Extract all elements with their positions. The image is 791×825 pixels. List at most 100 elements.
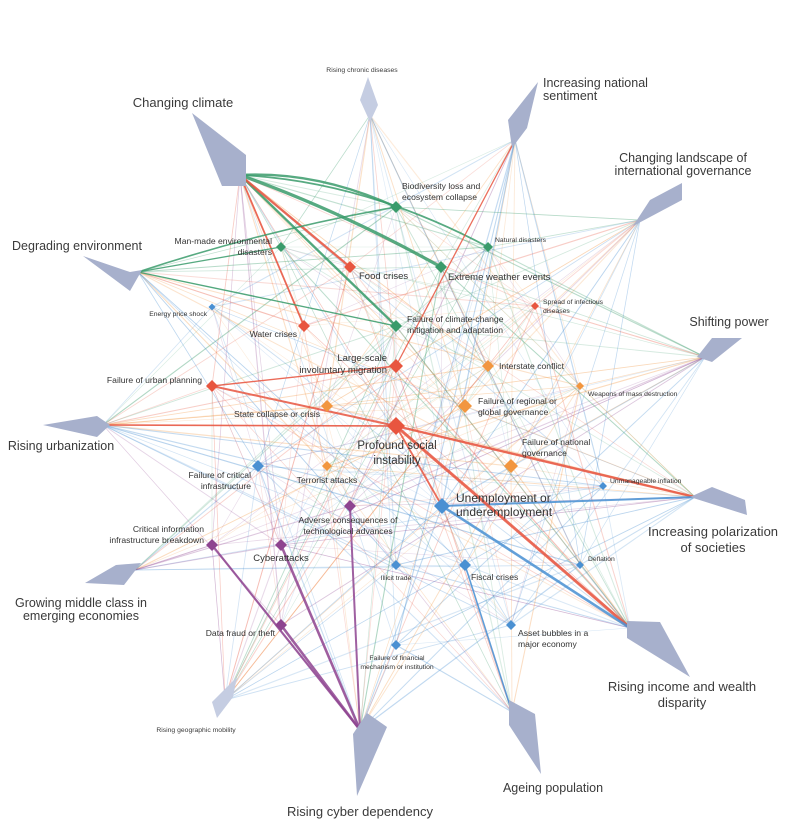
link-rising-cyber-dependency-energy-price-shock	[211, 306, 361, 731]
strong-link-urban-planning-social-instability	[211, 385, 397, 427]
link-natural-disasters-national-governance	[487, 246, 512, 467]
link-changing-landscape-unemployment	[441, 219, 641, 507]
strong-link-rising-cyber-dependency-technological-advances	[349, 505, 361, 731]
link-ageing-population-extreme-weather	[440, 266, 513, 713]
driver-shape-rising-urbanization	[43, 416, 110, 437]
link-growing-middle-class-critical-infrastructure	[134, 465, 259, 571]
link-rising-urbanization-man-made-disasters	[102, 246, 282, 426]
link-urban-planning-unemployment	[211, 385, 443, 507]
link-rising-geographic-mobility-interstate-conflict	[224, 365, 489, 701]
link-infectious-diseases-terrorist-attacks	[326, 305, 536, 467]
link-changing-climate-terrorist-attacks	[239, 174, 328, 467]
link-changing-climate-natural-disasters	[239, 174, 489, 248]
link-urban-planning-cyberattacks	[211, 385, 282, 546]
link-state-collapse-illicit-trade	[326, 405, 397, 566]
risk-label-state-collapse: State collapse or crisis	[234, 409, 320, 419]
driver-shape-shifting-power	[697, 338, 742, 362]
strong-link-changing-climate-climate-change-failure	[239, 174, 397, 327]
link-changing-landscape-biodiversity-loss	[395, 206, 641, 221]
risk-node-climate-change-failure	[390, 320, 402, 332]
strong-link-changing-climate-food-crises	[239, 174, 351, 268]
link-mass-destruction-critical-infrastructure	[257, 385, 581, 467]
driver-shape-ageing-population	[509, 700, 541, 774]
link-rising-cyber-dependency-water-crises	[303, 325, 361, 731]
link-ageing-population-food-crises	[349, 266, 513, 713]
link-increasing-national-sentiment-man-made-disasters	[280, 139, 516, 248]
link-critical-infrastructure-technological-advances	[257, 465, 351, 507]
link-increasing-polarization-deflation	[579, 496, 696, 566]
link-rising-income-disparity-water-crises	[303, 325, 631, 629]
link-changing-climate-urban-planning	[211, 174, 241, 387]
link-rising-cyber-dependency-regional-governance	[359, 405, 466, 731]
risk-node-mass-destruction	[576, 382, 584, 390]
link-degrading-environment-natural-disasters	[137, 246, 489, 273]
risk-node-cyberattacks	[275, 539, 287, 551]
link-rising-geographic-mobility-illicit-trade	[224, 564, 397, 701]
link-changing-landscape-infectious-diseases	[534, 219, 641, 307]
risk-label-unmanageable-inflation: Unmanageable inflation	[610, 478, 682, 485]
link-rising-geographic-mobility-deflation	[224, 564, 581, 701]
link-rising-geographic-mobility-involuntary-migration	[224, 365, 397, 701]
link-changing-landscape-information-infrastructure	[211, 219, 641, 546]
link-shifting-power-climate-change-failure	[395, 325, 706, 358]
link-man-made-disasters-water-crises	[280, 246, 305, 327]
link-mass-destruction-technological-advances	[349, 385, 581, 507]
link-rising-income-disparity-financial-mechanism	[395, 627, 631, 646]
link-shifting-power-deflation	[579, 356, 706, 566]
link-natural-disasters-illicit-trade	[395, 246, 489, 566]
link-degrading-environment-national-governance	[137, 271, 512, 467]
link-rising-cyber-dependency-infectious-diseases	[359, 305, 536, 731]
link-increasing-national-sentiment-energy-price-shock	[211, 139, 516, 308]
risk-label-urban-planning: Failure of urban planning	[107, 375, 202, 385]
driver-shape-increasing-polarization	[690, 487, 747, 515]
strong-links	[102, 139, 696, 731]
risk-node-deflation	[576, 561, 584, 569]
link-rising-income-disparity-cyberattacks	[280, 544, 631, 629]
link-rising-income-disparity-biodiversity-loss	[395, 206, 631, 629]
risk-node-biodiversity-loss	[390, 201, 402, 213]
strong-link-changing-climate-water-crises	[239, 174, 305, 327]
driver-shape-rising-geographic-mobility	[212, 677, 237, 718]
link-climate-change-failure-interstate-conflict	[395, 325, 489, 367]
risk-nodes	[206, 201, 607, 650]
link-rising-chronic-diseases-data-fraud	[280, 114, 371, 626]
link-rising-income-disparity-involuntary-migration	[395, 365, 631, 629]
link-shifting-power-information-infrastructure	[211, 356, 706, 546]
link-increasing-national-sentiment-interstate-conflict	[487, 139, 516, 367]
link-natural-disasters-infectious-diseases	[487, 246, 536, 307]
link-changing-climate-cyberattacks	[239, 174, 282, 546]
link-ageing-population-terrorist-attacks	[326, 465, 513, 713]
link-shifting-power-critical-infrastructure	[257, 356, 706, 467]
risk-node-natural-disasters	[483, 242, 493, 252]
link-critical-infrastructure-data-fraud	[257, 465, 282, 626]
link-rising-income-disparity-deflation	[579, 564, 631, 629]
strong-link-increasing-polarization-social-instability	[395, 424, 696, 499]
link-rising-chronic-diseases-state-collapse	[326, 114, 371, 407]
risk-label-deflation: Deflation	[588, 556, 615, 563]
link-rising-chronic-diseases-involuntary-migration	[369, 114, 397, 367]
link-changing-climate-data-fraud	[239, 174, 282, 626]
link-changing-landscape-energy-price-shock	[211, 219, 641, 308]
link-rising-geographic-mobility-asset-bubbles	[224, 624, 512, 701]
link-unmanageable-inflation-unemployment	[441, 485, 604, 507]
strong-link-increasing-polarization-unemployment	[441, 496, 696, 507]
link-growing-middle-class-involuntary-migration	[134, 365, 397, 571]
risk-label-fiscal-crises: Fiscal crises	[471, 572, 518, 582]
link-degrading-environment-illicit-trade	[137, 271, 397, 566]
link-rising-urbanization-fiscal-crises	[102, 424, 466, 566]
link-critical-infrastructure-unmanageable-inflation	[257, 465, 604, 487]
strong-link-degrading-environment-man-made-disasters	[137, 246, 282, 273]
link-rising-urbanization-food-crises	[102, 266, 351, 426]
link-interstate-conflict-information-infrastructure	[211, 365, 489, 546]
driver-label-rising-chronic-diseases: Rising chronic diseases	[326, 67, 398, 74]
link-growing-middle-class-mass-destruction	[134, 385, 581, 571]
link-mass-destruction-asset-bubbles	[510, 385, 581, 626]
risk-node-information-infrastructure	[206, 539, 218, 551]
